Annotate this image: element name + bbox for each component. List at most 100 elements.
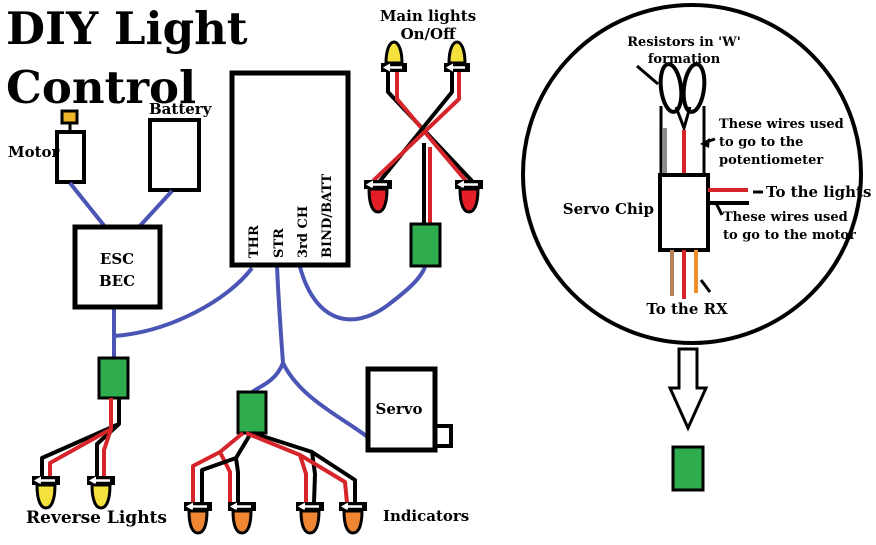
wire-str-to-servo <box>281 362 371 440</box>
bulb-glass <box>367 187 389 214</box>
indicators-connector <box>236 390 268 435</box>
motor-note-line1: These wires used <box>723 210 848 225</box>
main-bulb-red-left <box>364 180 392 214</box>
bulb-base-arrowhead <box>89 476 96 485</box>
receiver-pin-thr: THR <box>247 225 262 258</box>
bulb-glass <box>187 509 209 535</box>
motor-label: Motor <box>8 143 61 161</box>
rx-tick <box>699 279 712 293</box>
potentiometer-arrow-icon <box>700 137 716 148</box>
reverse-wire-black-1 <box>40 398 121 478</box>
servo-chip-inset: Resistors in 'W' formation These wires u… <box>521 3 871 345</box>
ind-wire-red-4 <box>298 453 349 504</box>
potentiometer-note-line2: to go to the <box>719 135 803 150</box>
battery-label: Battery <box>149 100 213 118</box>
bulb-base-arrowhead <box>446 63 453 72</box>
indicator-bulb-4 <box>339 502 367 535</box>
bulb-base-arrowhead <box>457 180 464 189</box>
indicator-bulb-2 <box>228 502 256 535</box>
page-title-line2: Control <box>6 61 196 114</box>
resistors-pointer-line <box>636 64 659 86</box>
receiver-box <box>229 70 351 268</box>
bulb-base-arrowhead <box>298 502 305 511</box>
to-lights-label: To the lights <box>766 183 871 201</box>
ind-wire-red-1 <box>191 431 245 503</box>
bulb-base-arrowhead <box>366 180 373 189</box>
page-title-line1: DIY Light <box>6 2 248 55</box>
receiver-pin-bindbatt: BIND/BATT <box>320 173 335 258</box>
indicators-label: Indicators <box>383 507 469 525</box>
bulb-base-arrowhead <box>34 476 41 485</box>
servo-box <box>365 366 438 453</box>
main-lights-label-line2: On/Off <box>401 25 458 43</box>
wire-motor-to-esc <box>68 181 108 230</box>
main-wire-red-left <box>395 72 468 183</box>
receiver-pin-str: STR <box>272 228 287 258</box>
arrow-head <box>700 138 710 148</box>
motor-note-line2: to go to the motor <box>723 228 856 243</box>
resistors-note-line2: formation <box>648 52 721 67</box>
w-loop-left <box>658 62 684 114</box>
potentiometer-note-line3: potentiometer <box>719 153 823 168</box>
servo-chip-label: Servo Chip <box>563 200 654 218</box>
bulb-glass <box>35 483 57 510</box>
main-lights-label-line1: Main lights <box>380 7 476 25</box>
wire-thr-to-esc <box>113 266 254 338</box>
reverse-lights-connector <box>97 356 130 400</box>
receiver-symbol: THR STR 3rd CH BIND/BATT <box>229 70 351 268</box>
bulb-glass <box>90 483 112 510</box>
inset-pointer <box>667 347 709 492</box>
bulb-glass <box>299 509 321 535</box>
servo-label: Servo <box>376 400 423 418</box>
reverse-wire-red-1 <box>48 398 113 478</box>
down-arrow-icon <box>667 347 709 432</box>
bulb-glass <box>342 509 364 535</box>
bulb-glass <box>458 187 480 214</box>
reverse-bulb-left <box>32 476 60 510</box>
main-lights-group: Main lights On/Off <box>364 7 483 268</box>
motor-box <box>55 130 86 184</box>
resistors-note-line1: Resistors in 'W' <box>627 35 741 50</box>
bulb-glass <box>447 40 467 65</box>
main-lights-connector <box>409 222 442 268</box>
main-bulb-yellow-left <box>381 40 407 72</box>
motor-terminal <box>60 109 79 125</box>
bulb-base-arrowhead <box>383 63 390 72</box>
to-rx-label: To the RX <box>646 300 728 318</box>
wire-3rdch-to-mainlights-connector <box>298 266 427 322</box>
w-loop-right <box>681 62 707 114</box>
inset-connector <box>671 445 705 492</box>
indicators-group: Indicators <box>184 390 469 535</box>
bulb-base-arrowhead <box>341 502 348 511</box>
ind-wire-red-3 <box>245 431 308 503</box>
servo-chip-box <box>658 173 710 252</box>
w-middle-v <box>674 106 692 133</box>
reverse-bulb-right <box>87 476 115 510</box>
ind-wire-black-3 <box>310 451 317 504</box>
reverse-wire-red-2 <box>102 428 113 478</box>
potentiometer-note-line1: These wires used <box>719 117 844 132</box>
main-bulb-yellow-right <box>444 40 470 72</box>
motor-symbol: Motor <box>8 109 86 184</box>
servo-symbol: Servo <box>365 366 453 453</box>
ind-wire-red-2 <box>218 451 232 503</box>
wire-battery-to-esc <box>136 189 174 230</box>
resistor-w-formation <box>658 62 707 176</box>
wire-str-to-indicator-connector <box>249 362 285 395</box>
battery-symbol: Battery <box>148 100 213 192</box>
motor-note-tick <box>714 202 724 216</box>
reverse-lights-label: Reverse Lights <box>26 508 167 528</box>
bec-label: BEC <box>99 272 135 290</box>
main-bulb-red-right <box>455 180 483 214</box>
wire-str-trunk <box>275 265 285 364</box>
ind-wire-black-4 <box>252 431 357 503</box>
receiver-pin-3rdch: 3rd CH <box>296 206 311 258</box>
indicator-bulb-1 <box>184 502 212 535</box>
bulb-glass <box>384 40 404 65</box>
esc-label: ESC <box>100 250 134 268</box>
main-wire-red-right <box>371 72 461 183</box>
esc-bec-box <box>72 224 163 310</box>
esc-bec-symbol: ESC BEC <box>72 224 163 310</box>
